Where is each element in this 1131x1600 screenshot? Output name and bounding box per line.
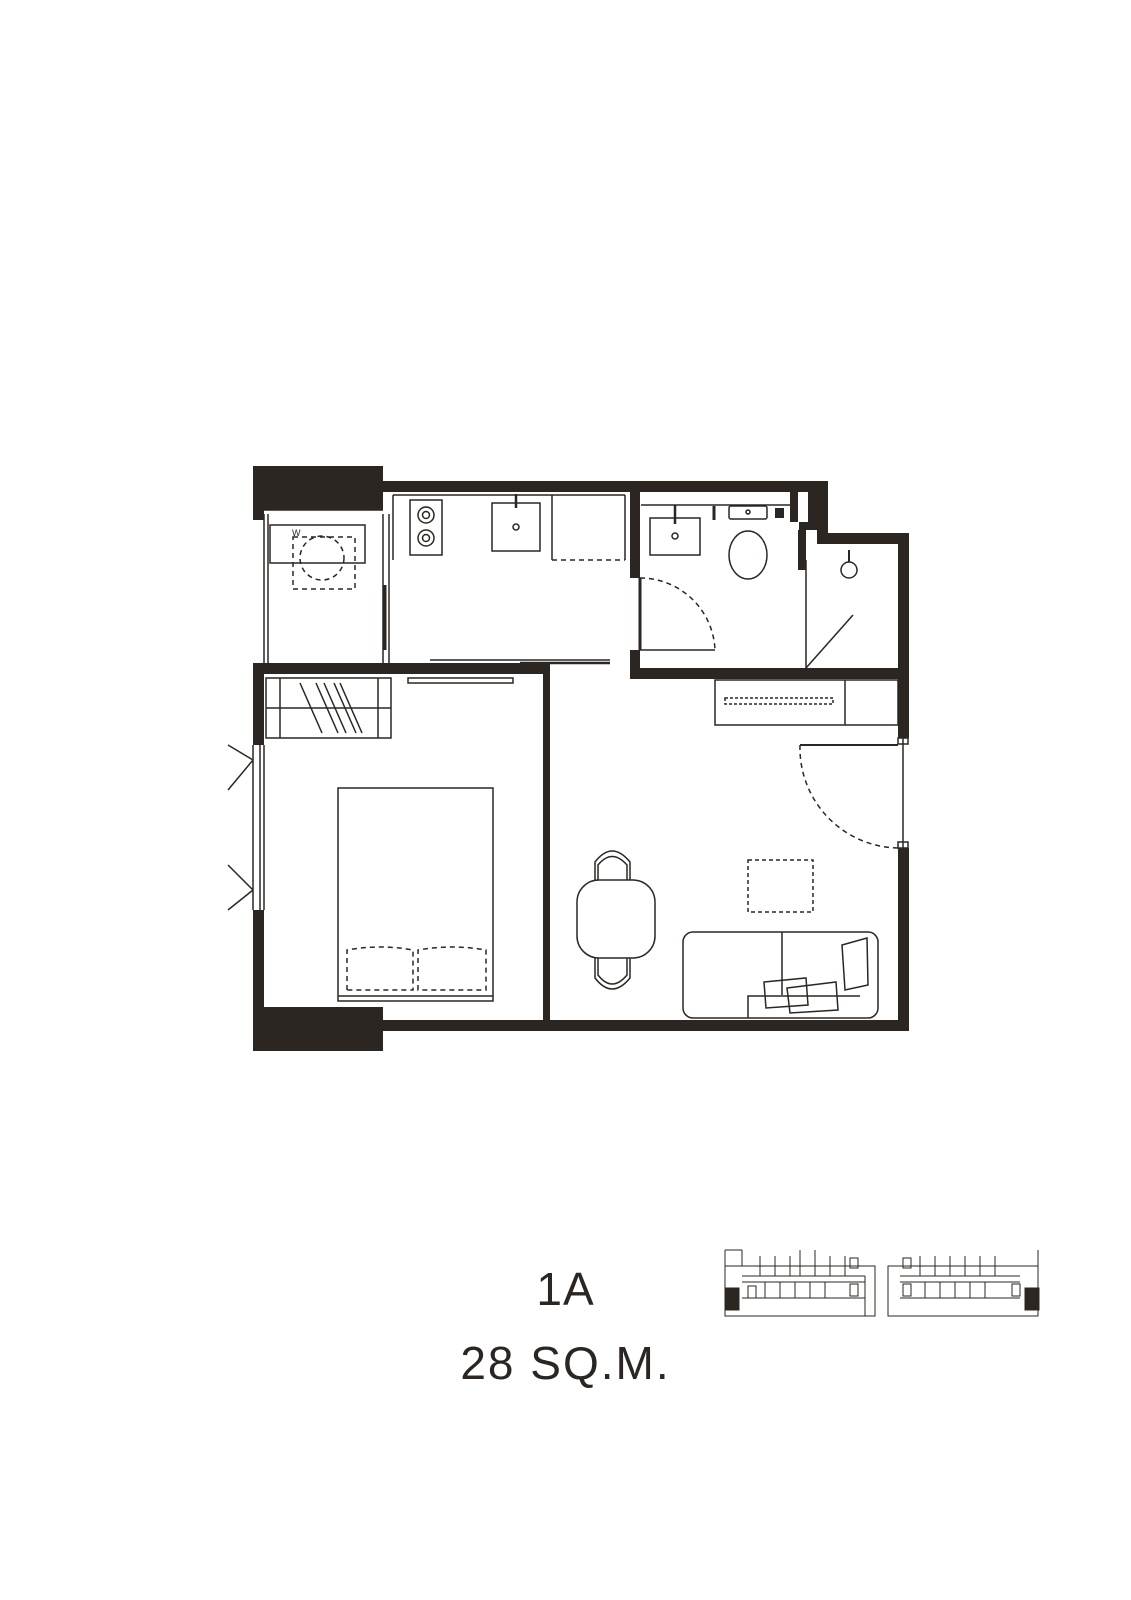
washbasin-icon bbox=[649, 505, 701, 556]
dining-table-icon bbox=[576, 850, 656, 990]
bathroom-door bbox=[638, 577, 716, 651]
entry-door bbox=[799, 737, 909, 849]
bathroom bbox=[638, 504, 790, 651]
wardrobe bbox=[265, 677, 392, 739]
kitchen-sink-icon bbox=[491, 494, 541, 552]
column-bottom-left bbox=[253, 1007, 383, 1051]
tv-console-icon bbox=[714, 679, 899, 726]
unit-type-label: 1A bbox=[536, 1263, 595, 1315]
unit-area-label: 28 SQ.M. bbox=[460, 1337, 671, 1389]
svg-text:W: W bbox=[292, 528, 301, 538]
balcony: W bbox=[263, 509, 390, 663]
column-top-left bbox=[253, 466, 383, 510]
interior-walls bbox=[253, 492, 909, 1023]
coffee-table-icon bbox=[747, 859, 814, 913]
toilet-icon bbox=[728, 505, 768, 580]
washing-machine-icon bbox=[269, 524, 366, 564]
kitchen bbox=[392, 494, 626, 665]
bedroom-window bbox=[227, 744, 265, 911]
key-plan bbox=[724, 1249, 1040, 1317]
sofa-icon bbox=[682, 931, 879, 1019]
shower bbox=[805, 550, 858, 669]
bed-icon bbox=[337, 787, 494, 1002]
shower-head-icon bbox=[840, 550, 858, 579]
exterior-walls bbox=[253, 481, 909, 1031]
hob-icon bbox=[409, 499, 443, 556]
